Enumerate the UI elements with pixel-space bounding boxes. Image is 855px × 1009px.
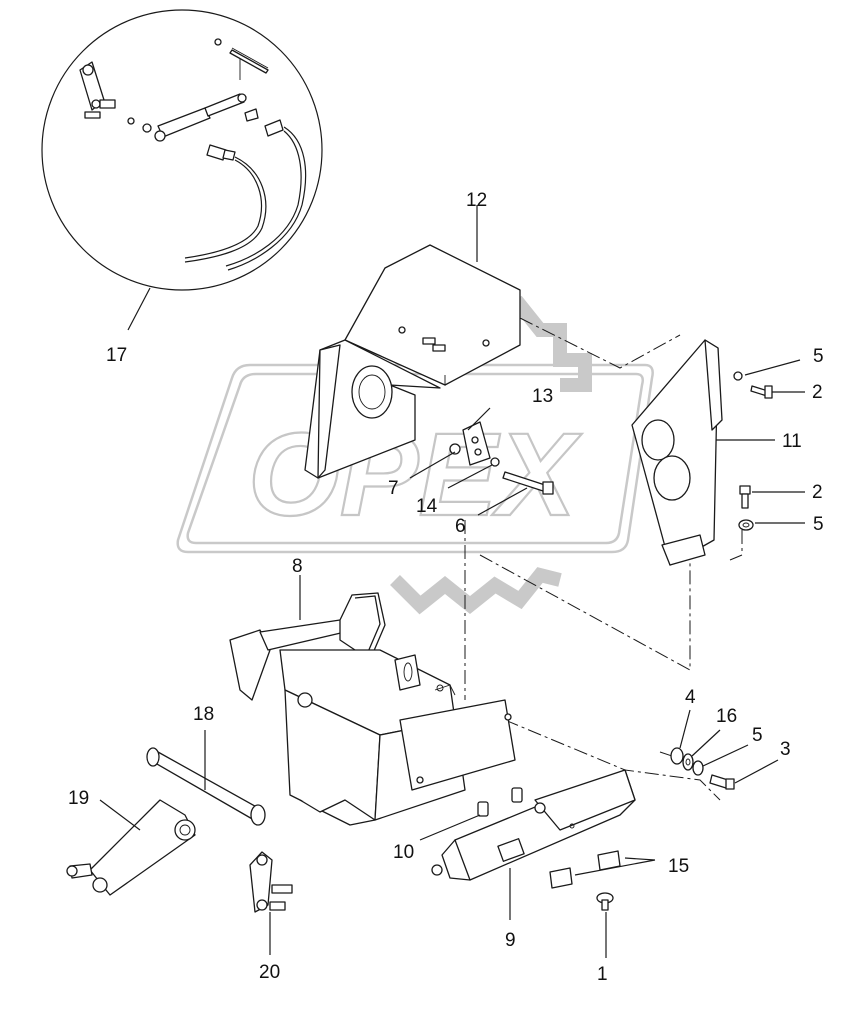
leader-5c [702, 744, 749, 767]
callout-5: 5 [813, 514, 824, 535]
part-9-plate [431, 769, 636, 881]
part-5-washer-right [692, 760, 704, 776]
assembly-centerlines [464, 317, 743, 801]
part-10-tabs [477, 787, 523, 817]
callout-8: 8 [292, 556, 303, 577]
part-18-tube [146, 747, 266, 826]
part-13-bracket [462, 421, 491, 466]
leader-16 [691, 729, 721, 757]
part-6-bolt [502, 471, 554, 495]
leader-13 [467, 407, 491, 431]
callout-16: 16 [716, 706, 737, 727]
part-3-bolt [709, 774, 735, 790]
callout-1: 1 [597, 964, 608, 985]
callout-3: 3 [780, 739, 791, 760]
callout-5: 5 [813, 346, 824, 367]
callout-11: 11 [782, 431, 802, 452]
leader-14 [447, 464, 493, 489]
part-1-bolt [596, 892, 614, 911]
part-5-nut-top [733, 371, 743, 381]
callout-14: 14 [416, 496, 438, 517]
callout-15: 15 [668, 856, 689, 877]
callout-13: 13 [532, 386, 553, 407]
leader-5a [744, 359, 801, 376]
part-20-link [249, 851, 293, 913]
callout-5: 5 [752, 725, 763, 746]
callout-2: 2 [812, 382, 823, 403]
part-19-arm [66, 799, 196, 896]
callout-19: 19 [68, 788, 89, 809]
part-15-clips [549, 850, 621, 889]
part-2-bolt-top [750, 385, 773, 399]
part-11-bracket [631, 339, 723, 566]
callout-10: 10 [393, 842, 414, 863]
callout-6: 6 [455, 516, 466, 537]
leader-3 [734, 759, 779, 784]
leader-6 [477, 487, 528, 516]
callout-4: 4 [685, 687, 696, 708]
callout-2: 2 [812, 482, 823, 503]
leader-7 [409, 451, 456, 479]
callout-12: 12 [466, 190, 487, 211]
callout-9: 9 [505, 930, 516, 951]
part-5-washer-lower [738, 519, 754, 531]
part-16-washer [682, 753, 694, 771]
part-2-bolt-lower [739, 485, 751, 509]
callout-17: 17 [106, 345, 127, 366]
callout-18: 18 [193, 704, 214, 725]
leader-19 [99, 799, 141, 831]
part-12-plate [304, 244, 521, 479]
detail-circle-17 [41, 9, 323, 291]
leader-10 [419, 814, 481, 841]
part-4-nut [670, 747, 684, 765]
part-14-washer [490, 457, 500, 467]
leader-4 [679, 709, 691, 749]
part-8-frame [229, 592, 516, 826]
leader-15 [574, 857, 656, 876]
callout-7: 7 [388, 478, 399, 499]
part-7-nut [449, 443, 461, 455]
leader-17 [127, 287, 151, 331]
callout-20: 20 [259, 962, 280, 983]
